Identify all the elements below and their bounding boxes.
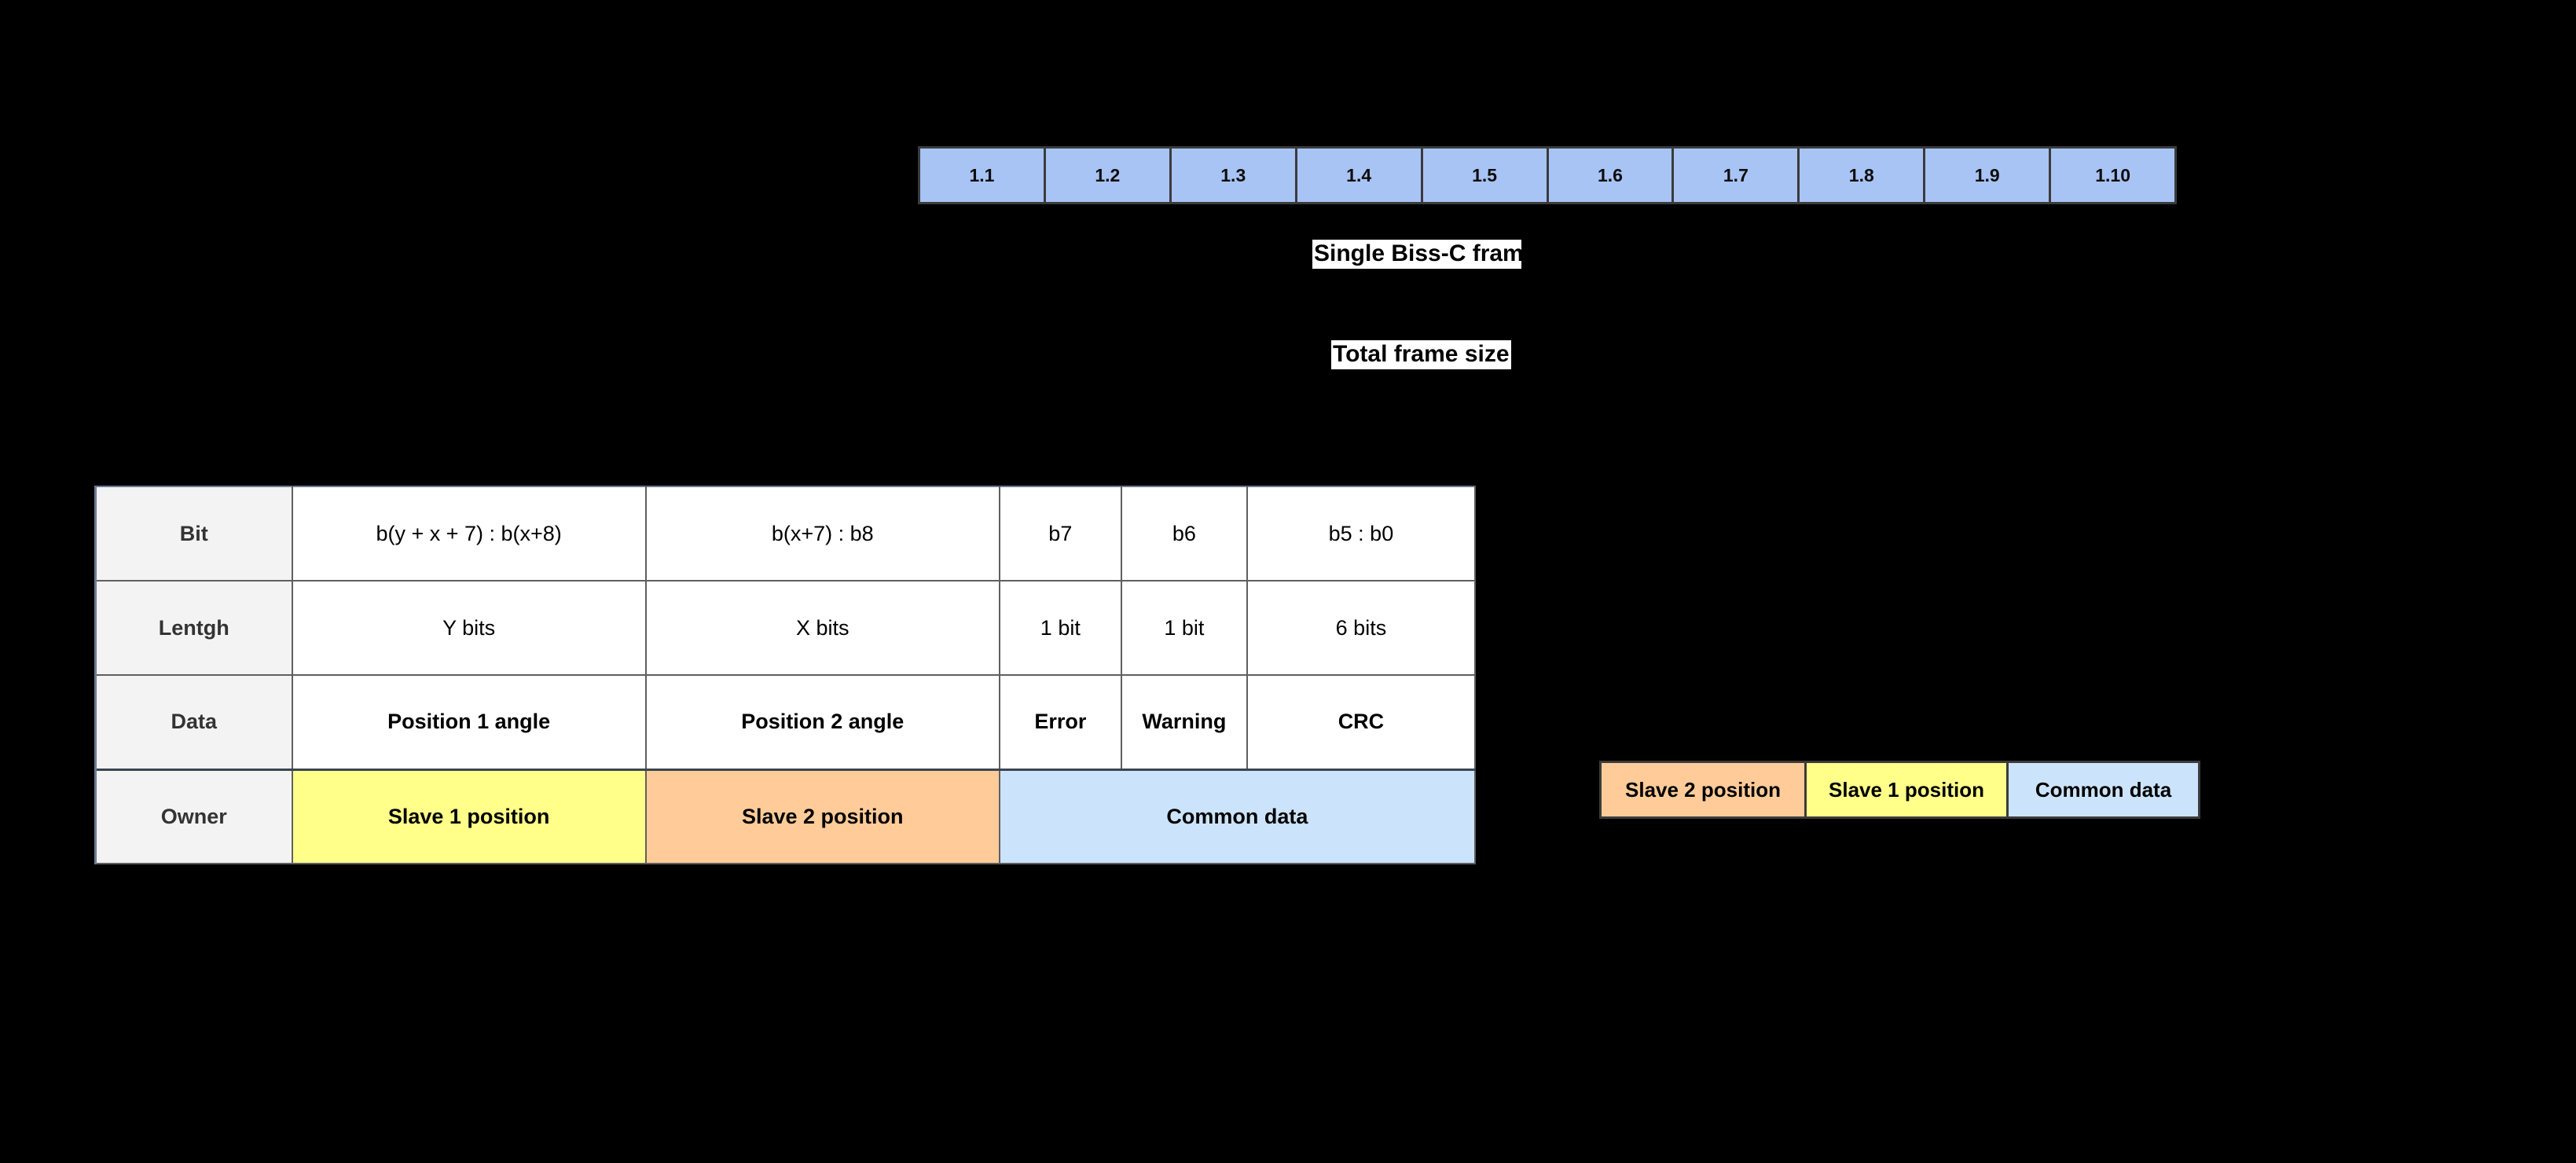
row-header-data: Data — [94, 674, 293, 770]
table-row: Owner Slave 1 position Slave 2 position … — [94, 768, 1477, 864]
data-warning: Warning — [1120, 674, 1248, 770]
table-row: Data Position 1 angle Position 2 angle E… — [94, 674, 1477, 770]
frame-cell: 1.3 — [1171, 149, 1297, 202]
legend-item-common-data: Common data — [2009, 763, 2198, 816]
length-crc: 6 bits — [1246, 580, 1477, 676]
bit-range-error: b7 — [998, 486, 1122, 582]
length-error: 1 bit — [998, 580, 1122, 676]
owner-slave1: Slave 1 position — [291, 768, 647, 864]
data-crc: CRC — [1246, 674, 1477, 770]
frame-cell: 1.9 — [1925, 149, 2052, 202]
frame-cell: 1.4 — [1297, 149, 1423, 202]
row-header-owner: Owner — [94, 768, 293, 864]
frame-cell: 1.7 — [1674, 149, 1800, 202]
frame-cell: 1.10 — [2051, 149, 2175, 202]
length-warning: 1 bit — [1120, 580, 1248, 676]
frame-cell: 1.8 — [1800, 149, 1926, 202]
owner-common-data: Common data — [998, 768, 1477, 864]
bit-range-position2: b(x+7) : b8 — [644, 486, 1000, 582]
legend-item-slave2: Slave 2 position — [1602, 763, 1807, 816]
bit-range-warning: b6 — [1120, 486, 1248, 582]
frame-cell: 1.1 — [920, 149, 1046, 202]
row-header-bit: Bit — [94, 486, 293, 582]
bit-range-crc: b5 : b0 — [1246, 486, 1477, 582]
length-position1: Y bits — [291, 580, 647, 676]
frame-layout-table: Bit b(y + x + 7) : b(x+8) b(x+7) : b8 b7… — [94, 486, 1477, 864]
total-frame-size-annotation: Total frame size — [1331, 340, 1511, 369]
single-frame-annotation: Single Biss-C frame — [1312, 240, 1521, 269]
frame-cell: 1.2 — [1045, 149, 1172, 202]
data-position1: Position 1 angle — [291, 674, 647, 770]
ownership-legend: Slave 2 position Slave 1 position Common… — [1599, 761, 2200, 819]
data-error: Error — [998, 674, 1122, 770]
table-row: Lentgh Y bits X bits 1 bit 1 bit 6 bits — [94, 580, 1477, 676]
biss-c-frame-strip: 1.1 1.2 1.3 1.4 1.5 1.6 1.7 1.8 1.9 1.10 — [918, 146, 2177, 204]
row-header-length: Lentgh — [94, 580, 293, 676]
legend-item-slave1: Slave 1 position — [1807, 763, 2009, 816]
table-row: Bit b(y + x + 7) : b(x+8) b(x+7) : b8 b7… — [94, 486, 1477, 582]
frame-cell: 1.5 — [1422, 149, 1549, 202]
bit-range-position1: b(y + x + 7) : b(x+8) — [291, 486, 647, 582]
data-position2: Position 2 angle — [644, 674, 1000, 770]
owner-slave2: Slave 2 position — [644, 768, 1000, 864]
length-position2: X bits — [644, 580, 1000, 676]
frame-cell: 1.6 — [1548, 149, 1675, 202]
